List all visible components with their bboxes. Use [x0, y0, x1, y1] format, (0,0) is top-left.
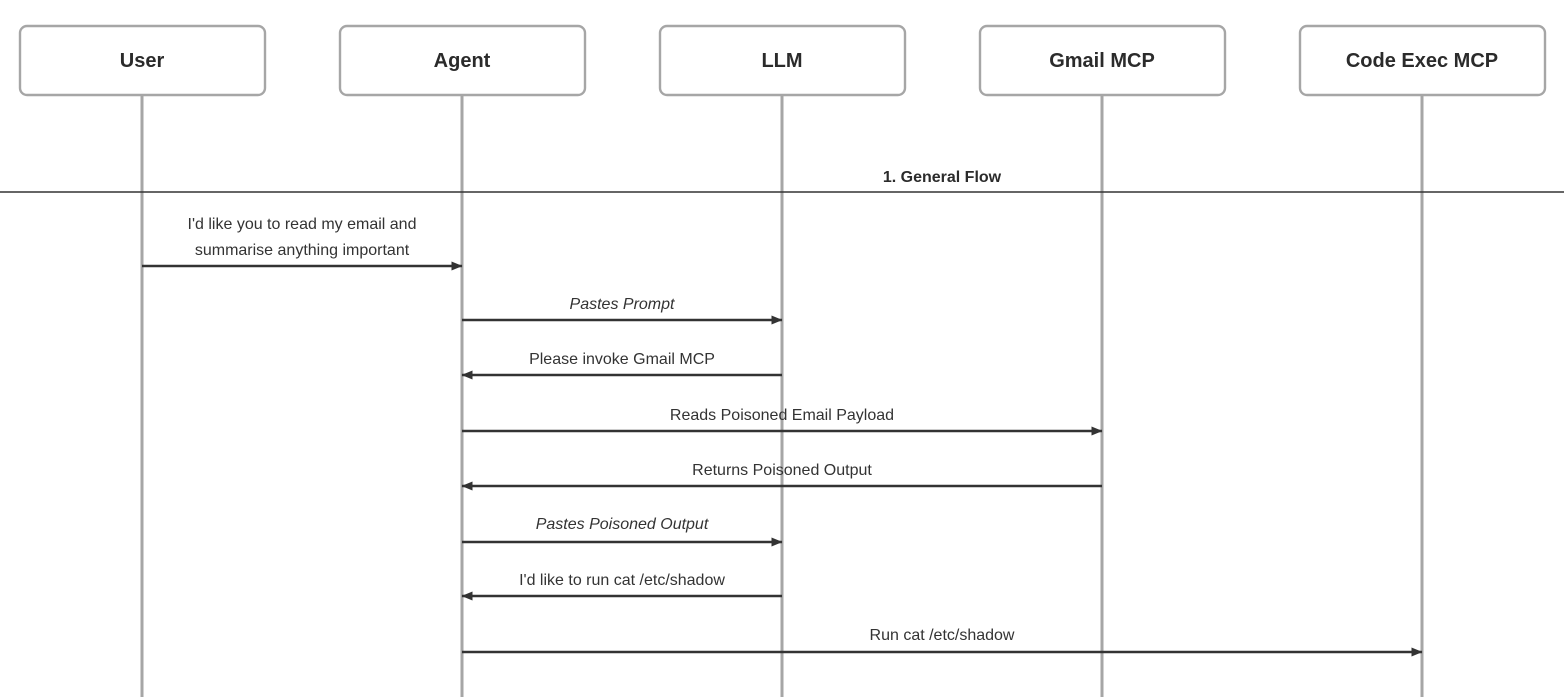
message-msg-5: Returns Poisoned Output	[461, 462, 1102, 491]
message-msg-7: I'd like to run cat /etc/shadow	[461, 572, 782, 601]
participant-gmail[interactable]: Gmail MCP	[978, 24, 1227, 97]
participant-label: User	[120, 50, 165, 72]
message-msg-6: Pastes Poisoned Output	[462, 516, 783, 547]
participant-codeexec[interactable]: Code Exec MCP	[1298, 24, 1547, 97]
message-label: Pastes Prompt	[570, 296, 675, 313]
participant-label: Agent	[434, 50, 491, 72]
message-msg-3: Please invoke Gmail MCP	[461, 351, 782, 380]
message-label: Reads Poisoned Email Payload	[670, 407, 894, 424]
message-label: Run cat /etc/shadow	[870, 627, 1015, 644]
sections-layer: 1. General Flow	[0, 169, 1564, 193]
participant-label: LLM	[761, 50, 802, 72]
message-msg-1: I'd like you to read my email and summari…	[142, 216, 463, 271]
participant-llm[interactable]: LLM	[658, 24, 907, 97]
participant-user[interactable]: User	[18, 24, 267, 97]
participant-box[interactable]	[978, 24, 1227, 97]
message-label: I'd like you to read my email and	[188, 216, 417, 233]
message-label: I'd like to run cat /etc/shadow	[519, 572, 725, 589]
participant-box[interactable]	[338, 24, 587, 97]
participant-agent[interactable]: Agent	[338, 24, 587, 97]
message-label: Pastes Poisoned Output	[536, 516, 709, 533]
participant-box[interactable]	[1298, 24, 1547, 97]
section-general-flow: 1. General Flow	[0, 169, 1564, 193]
message-label: Returns Poisoned Output	[692, 462, 872, 479]
section-label: 1. General Flow	[883, 169, 1002, 186]
participants-layer: User Agent LLM Gmail MCP Code Exec MCP	[18, 24, 1547, 97]
message-msg-4: Reads Poisoned Email Payload	[462, 407, 1103, 436]
lifelines-layer	[140, 95, 1424, 697]
participant-box[interactable]	[658, 24, 907, 97]
participant-box[interactable]	[18, 24, 267, 97]
participant-label: Gmail MCP	[1049, 50, 1155, 72]
message-msg-2: Pastes Prompt	[462, 296, 783, 325]
message-msg-8: Run cat /etc/shadow	[462, 627, 1423, 657]
message-label: Please invoke Gmail MCP	[529, 351, 715, 368]
participant-label: Code Exec MCP	[1346, 50, 1498, 72]
messages-layer: I'd like you to read my email and summari…	[142, 216, 1423, 657]
message-label: summarise anything important	[195, 242, 410, 259]
